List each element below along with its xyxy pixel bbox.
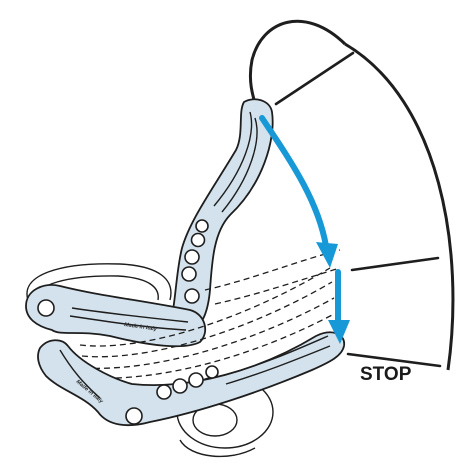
curved-arrow-icon <box>248 19 347 117</box>
upper-plate: Made in Italy <box>25 284 207 348</box>
range-arc <box>344 42 455 371</box>
plate-hole <box>37 299 55 317</box>
lower-plate-holes <box>125 365 219 425</box>
lever-holes <box>181 219 209 304</box>
blue-arrow-icon <box>259 115 350 344</box>
lower-plate: Made in Italy <box>37 331 345 427</box>
stamp-upper: Made in Italy <box>124 322 158 333</box>
angle-ticks <box>274 51 442 368</box>
stop-label: STOP <box>360 364 412 385</box>
upper-lever-arm <box>168 98 274 331</box>
travel-dashes <box>79 249 341 380</box>
